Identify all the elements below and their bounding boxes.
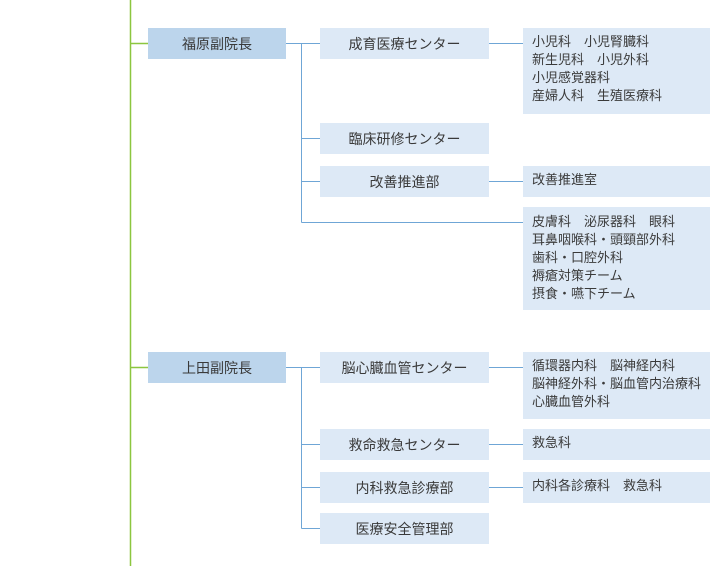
dept-label: 臨床研修センター — [348, 131, 461, 148]
dept-iryo-anzen-kanri: 医療安全管理部 — [320, 513, 489, 544]
dept-rinsho-kenshu-center: 臨床研修センター — [320, 123, 489, 154]
dept-naika-kyukyu-shinryo: 内科救急診療部 — [320, 472, 489, 503]
detail-noushinzo-kekkan-center: 循環器内科 脳神経内科 脳神経外科・脳血管内治療科 心臓血管外科 — [523, 352, 710, 419]
detail-naika-kyukyu-shinryo: 内科各診療科 救急科 — [523, 472, 710, 503]
detail-kyumei-kyukyu-center: 救急科 — [523, 429, 710, 460]
vice-director-name: 上田副院長 — [182, 360, 252, 377]
dept-seiiku-center: 成育医療センター — [320, 28, 489, 59]
detail-seiiku-center: 小児科 小児腎臓科 新生児科 小児外科 小児感覚器科 産婦人科 生殖医療科 — [523, 28, 710, 114]
vice-director-fukuhara: 福原副院長 — [148, 28, 286, 59]
dept-noushinzo-kekkan-center: 脳心臓血管センター — [320, 352, 489, 383]
vice-director-ueda: 上田副院長 — [148, 352, 286, 383]
dept-label: 改善推進部 — [369, 174, 440, 191]
dept-label: 成育医療センター — [348, 36, 461, 53]
dept-kaizen-suishin: 改善推進部 — [320, 166, 489, 197]
dept-label: 内科救急診療部 — [355, 480, 454, 497]
dept-kyumei-kyukyu-center: 救命救急センター — [320, 429, 489, 460]
dept-label: 医療安全管理部 — [355, 521, 454, 538]
dept-label: 救命救急センター — [348, 437, 461, 454]
dept-label: 脳心臓血管センター — [341, 360, 468, 377]
detail-direct-departments: 皮膚科 泌尿器科 眼科 耳鼻咽喉科・頭頸部外科 歯科・口腔外科 褥瘡対策チーム … — [523, 207, 710, 310]
vice-director-name: 福原副院長 — [182, 36, 252, 53]
detail-kaizen-suishin: 改善推進室 — [523, 166, 710, 197]
